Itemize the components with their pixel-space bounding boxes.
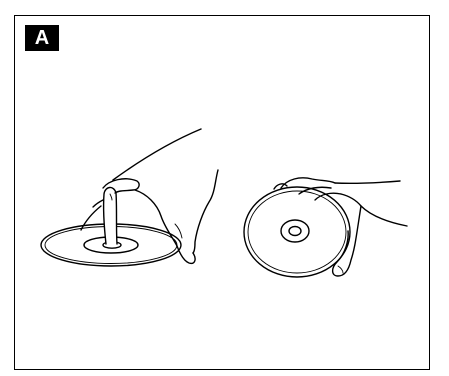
figure-panel: A bbox=[14, 15, 430, 370]
disc-handling-illustration bbox=[15, 16, 431, 371]
left-disc-illustration bbox=[41, 129, 218, 266]
right-disc-illustration bbox=[244, 178, 407, 277]
right-disc-icon bbox=[244, 187, 350, 277]
